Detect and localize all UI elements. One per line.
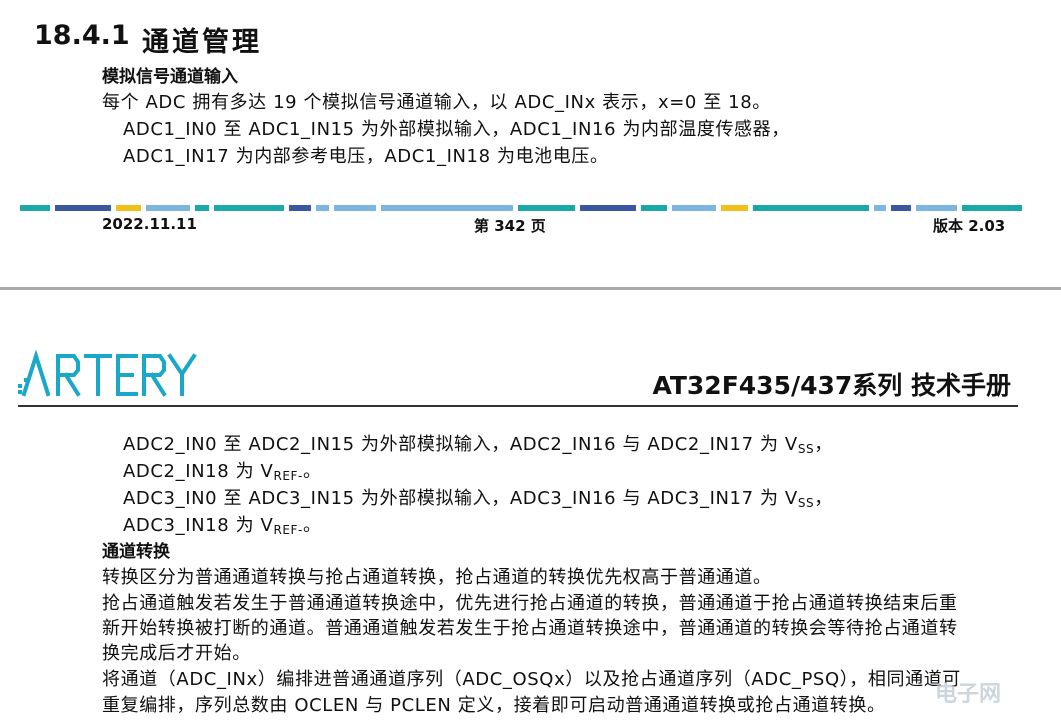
adc2-line-2: ADC2_IN18 为 VREF-。: [123, 461, 322, 483]
paragraph-conversion-intro: 转换区分为普通通道转换与抢占通道转换，抢占通道的转换优先权高于普通通道。: [102, 567, 772, 588]
page-separator: [0, 287, 1061, 290]
adc2-line-1: ADC2_IN0 至 ADC2_IN15 为外部模拟输入，ADC2_IN16 与…: [123, 434, 833, 456]
paragraph-sequence-line-2: 重复编排，序列总数由 OCLEN 与 PCLEN 定义，接着即可启动普通通道转换…: [102, 695, 886, 716]
artery-logo-icon: [18, 349, 197, 397]
adc1-line-2: ADC1_IN17 为内部参考电压，ADC1_IN18 为电池电压。: [123, 146, 609, 167]
paragraph-sequence-line-1: 将通道（ADC_INx）编排进普通通道序列（ADC_OSQx）以及抢占通道序列（…: [102, 669, 961, 690]
subheading-channel-conversion: 通道转换: [102, 542, 170, 562]
artery-logo: [18, 349, 198, 398]
paragraph-adc-inputs: 每个 ADC 拥有多达 19 个模拟信号通道输入，以 ADC_INx 表示，x=…: [102, 92, 771, 113]
section-title: 通道管理: [142, 27, 262, 58]
adc3-line-1: ADC3_IN0 至 ADC3_IN15 为外部模拟输入，ADC3_IN16 与…: [123, 488, 833, 510]
adc1-line-1: ADC1_IN0 至 ADC1_IN15 为外部模拟输入，ADC1_IN16 为…: [123, 119, 790, 140]
paragraph-preempt-line-2: 新开始转换被打断的通道。普通通道触发若发生于抢占通道转换途中，普通通道的转换会等…: [102, 618, 958, 639]
document-title: AT32F435/437系列 技术手册: [652, 371, 1011, 400]
footer-version: 版本 2.03: [933, 217, 1006, 235]
footer-page-number: 第 342 页: [474, 217, 546, 235]
section-number: 18.4.1: [34, 20, 130, 51]
watermark: 电子网: [935, 682, 1002, 707]
adc3-line-2: ADC3_IN18 为 VREF-。: [123, 515, 322, 537]
header-rule: [18, 405, 1018, 407]
paragraph-preempt-line-1: 抢占通道触发若发生于普通通道转换途中，优先进行抢占通道的转换，普通通道于抢占通道…: [102, 593, 958, 614]
footer-date: 2022.11.11: [102, 215, 197, 233]
footer-color-bar: [20, 205, 1022, 211]
paragraph-preempt-line-3: 换完成后才开始。: [102, 643, 251, 664]
subheading-analog-input: 模拟信号通道输入: [102, 67, 238, 87]
